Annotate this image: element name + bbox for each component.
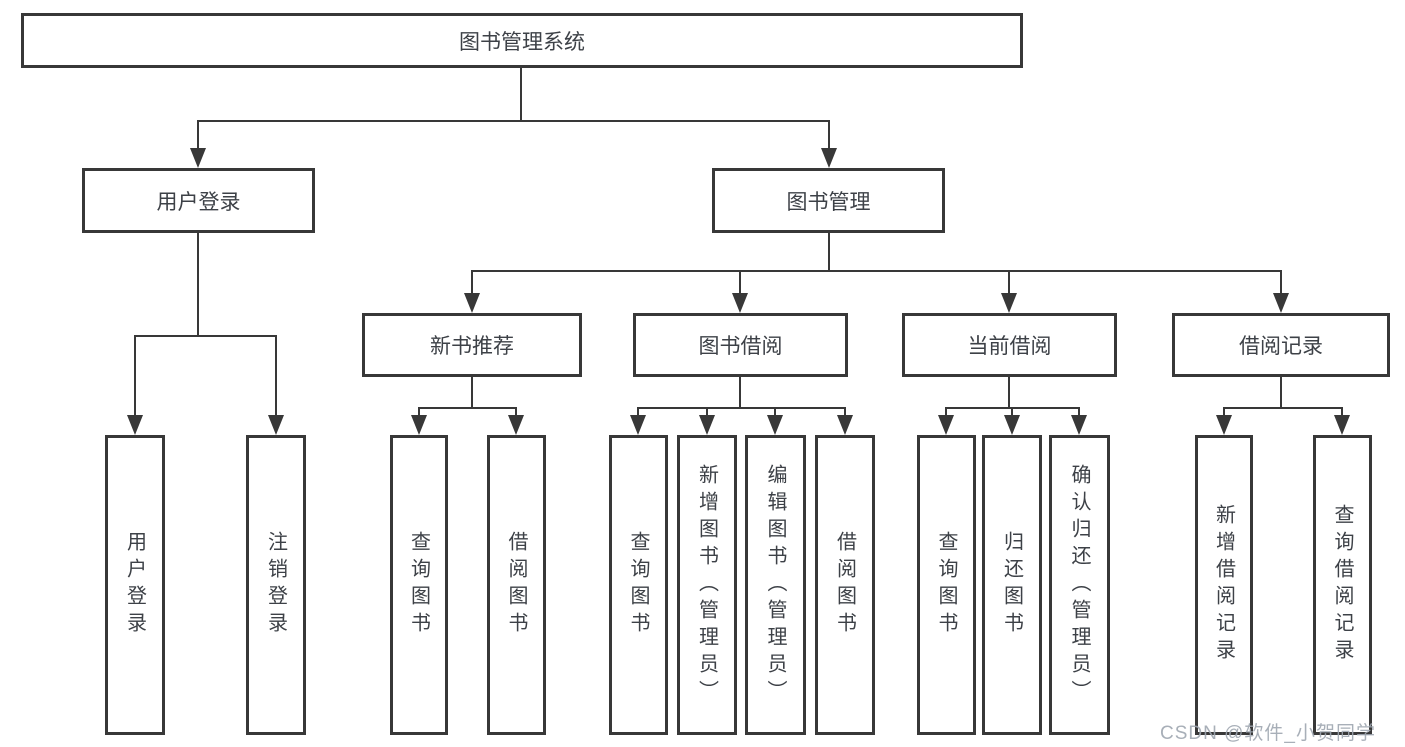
arrow-down-leaf-logout bbox=[268, 415, 284, 435]
connector-drop-nbr-query bbox=[418, 407, 420, 417]
connector-drop-cb-query bbox=[945, 407, 947, 417]
connector-bookmgmt-hbar bbox=[471, 270, 1281, 272]
leaf-record-query-label: 查询借阅记录 bbox=[1331, 504, 1353, 666]
leaf-current-return: 归还图书 bbox=[982, 435, 1042, 735]
connector-nbr-stub bbox=[471, 377, 473, 407]
leaf-current-return-label: 归还图书 bbox=[1000, 531, 1023, 639]
leaf-newbook-query-label: 查询图书 bbox=[407, 531, 430, 639]
leaf-newbook-query: 查询图书 bbox=[390, 435, 448, 735]
leaf-user-login-label: 用户登录 bbox=[123, 531, 146, 639]
connector-drop-br-query bbox=[1341, 407, 1343, 417]
leaf-record-add: 新增借阅记录 bbox=[1195, 435, 1253, 735]
arrow-down-bb-add bbox=[699, 415, 715, 435]
arrow-down-new-book-recommend bbox=[464, 293, 480, 313]
connector-nbr-hbar bbox=[418, 407, 517, 409]
leaf-borrow-edit-admin-label: 编辑图书（管理员） bbox=[764, 463, 786, 707]
connector-drop-book-borrow bbox=[739, 270, 741, 295]
arrow-down-br-query bbox=[1334, 415, 1350, 435]
node-book-borrow: 图书借阅 bbox=[633, 313, 848, 377]
arrow-down-leaf-user-login bbox=[127, 415, 143, 435]
connector-br-stub bbox=[1280, 377, 1282, 407]
connector-root-hbar bbox=[197, 120, 830, 122]
csdn-watermark: CSDN @软件_小贺同学 bbox=[1160, 723, 1376, 744]
leaf-record-add-label: 新增借阅记录 bbox=[1212, 504, 1235, 666]
connector-drop-leaf-logout bbox=[275, 335, 277, 417]
connector-drop-cb-return bbox=[1011, 407, 1013, 417]
leaf-newbook-borrow: 借阅图书 bbox=[487, 435, 546, 735]
connector-cb-stub bbox=[1008, 377, 1010, 407]
node-root-label: 图书管理系统 bbox=[459, 30, 585, 54]
arrow-down-current-borrow bbox=[1001, 293, 1017, 313]
node-user-login-label: 用户登录 bbox=[156, 190, 241, 214]
arrow-down-borrow-record bbox=[1273, 293, 1289, 313]
node-book-management: 图书管理 bbox=[712, 168, 945, 233]
connector-root-stub bbox=[520, 68, 522, 120]
arrow-down-cb-confirm bbox=[1071, 415, 1087, 435]
leaf-current-confirm-admin-label: 确认归还（管理员） bbox=[1068, 463, 1090, 707]
leaf-current-query: 查询图书 bbox=[917, 435, 976, 735]
arrow-down-cb-return bbox=[1004, 415, 1020, 435]
connector-userlogin-hbar bbox=[134, 335, 277, 337]
connector-br-hbar bbox=[1223, 407, 1343, 409]
leaf-borrow-book: 借阅图书 bbox=[815, 435, 875, 735]
node-current-borrow: 当前借阅 bbox=[902, 313, 1117, 377]
connector-drop-borrow-record bbox=[1280, 270, 1282, 295]
arrow-down-bb-borrow bbox=[837, 415, 853, 435]
arrow-down-book-borrow bbox=[732, 293, 748, 313]
leaf-borrow-query: 查询图书 bbox=[609, 435, 668, 735]
connector-drop-cb-confirm bbox=[1078, 407, 1080, 417]
leaf-current-query-label: 查询图书 bbox=[935, 531, 957, 639]
node-borrow-record: 借阅记录 bbox=[1172, 313, 1390, 377]
arrow-down-book-management bbox=[821, 148, 837, 168]
node-book-borrow-label: 图书借阅 bbox=[698, 335, 783, 358]
leaf-borrow-query-label: 查询图书 bbox=[627, 531, 649, 639]
arrow-down-cb-query bbox=[938, 415, 954, 435]
connector-drop-leaf-user-login bbox=[134, 335, 136, 417]
arrow-down-nbr-query bbox=[411, 415, 427, 435]
leaf-current-confirm-admin: 确认归还（管理员） bbox=[1049, 435, 1110, 735]
arrow-down-bb-query bbox=[630, 415, 646, 435]
connector-bookmgmt-stub bbox=[828, 233, 830, 270]
leaf-borrow-add-admin-label: 新增图书（管理员） bbox=[695, 463, 718, 707]
connector-bb-hbar bbox=[637, 407, 846, 409]
arrow-down-bb-edit bbox=[767, 415, 783, 435]
connector-drop-bb-query bbox=[637, 407, 639, 417]
connector-drop-user-login bbox=[197, 120, 199, 150]
leaf-logout-label: 注销登录 bbox=[264, 531, 287, 639]
node-root: 图书管理系统 bbox=[21, 13, 1023, 68]
connector-drop-br-add bbox=[1223, 407, 1225, 417]
leaf-newbook-borrow-label: 借阅图书 bbox=[505, 531, 527, 639]
connector-drop-nbr-borrow bbox=[515, 407, 517, 417]
connector-userlogin-stub bbox=[197, 233, 199, 335]
leaf-borrow-book-label: 借阅图书 bbox=[833, 531, 856, 639]
connector-drop-bb-add bbox=[706, 407, 708, 417]
connector-drop-current-borrow bbox=[1008, 270, 1010, 295]
leaf-borrow-add-admin: 新增图书（管理员） bbox=[677, 435, 737, 735]
node-book-management-label: 图书管理 bbox=[786, 190, 871, 214]
connector-drop-new-book-recommend bbox=[471, 270, 473, 295]
connector-drop-bb-edit bbox=[774, 407, 776, 417]
node-borrow-record-label: 借阅记录 bbox=[1239, 335, 1323, 358]
arrow-down-user-login bbox=[190, 148, 206, 168]
leaf-user-login: 用户登录 bbox=[105, 435, 165, 735]
connector-bb-stub bbox=[739, 377, 741, 407]
leaf-logout: 注销登录 bbox=[246, 435, 306, 735]
arrow-down-nbr-borrow bbox=[508, 415, 524, 435]
node-user-login: 用户登录 bbox=[82, 168, 315, 233]
connector-drop-book-management bbox=[828, 120, 830, 150]
leaf-borrow-edit-admin: 编辑图书（管理员） bbox=[745, 435, 806, 735]
node-new-book-recommend-label: 新书推荐 bbox=[430, 335, 514, 358]
leaf-record-query: 查询借阅记录 bbox=[1313, 435, 1372, 735]
connector-drop-bb-borrow bbox=[844, 407, 846, 417]
node-current-borrow-label: 当前借阅 bbox=[967, 335, 1052, 358]
arrow-down-br-add bbox=[1216, 415, 1232, 435]
node-new-book-recommend: 新书推荐 bbox=[362, 313, 582, 377]
